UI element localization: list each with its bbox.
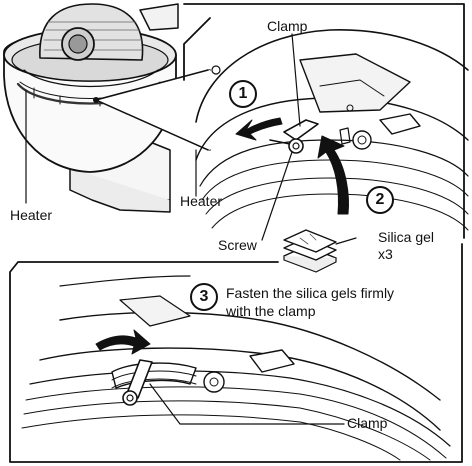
camera-overview [3,3,211,213]
heater-label-right: Heater [180,193,223,209]
step-2-marker: 2 [366,186,394,214]
silica-gel-label: Silica gel [378,229,435,245]
callout-panel-steps-1-2 [183,3,469,241]
screw-label: Screw [218,237,257,253]
step-3-marker: 3 [190,283,218,311]
step-1-marker: 1 [229,80,257,108]
clamp-label-top: Clamp [267,18,308,34]
step-3-instruction-line-2: with the clamp [226,303,316,319]
silica-gel-packets [283,229,357,273]
silica-gel-quantity: x3 [378,246,393,262]
step-3-instruction-line-1: Fasten the silica gels firmly [226,285,395,301]
bottom-panel-step-3 [9,243,463,463]
clamp-label-bottom: Clamp [347,415,388,431]
heater-label-left: Heater [10,207,53,223]
